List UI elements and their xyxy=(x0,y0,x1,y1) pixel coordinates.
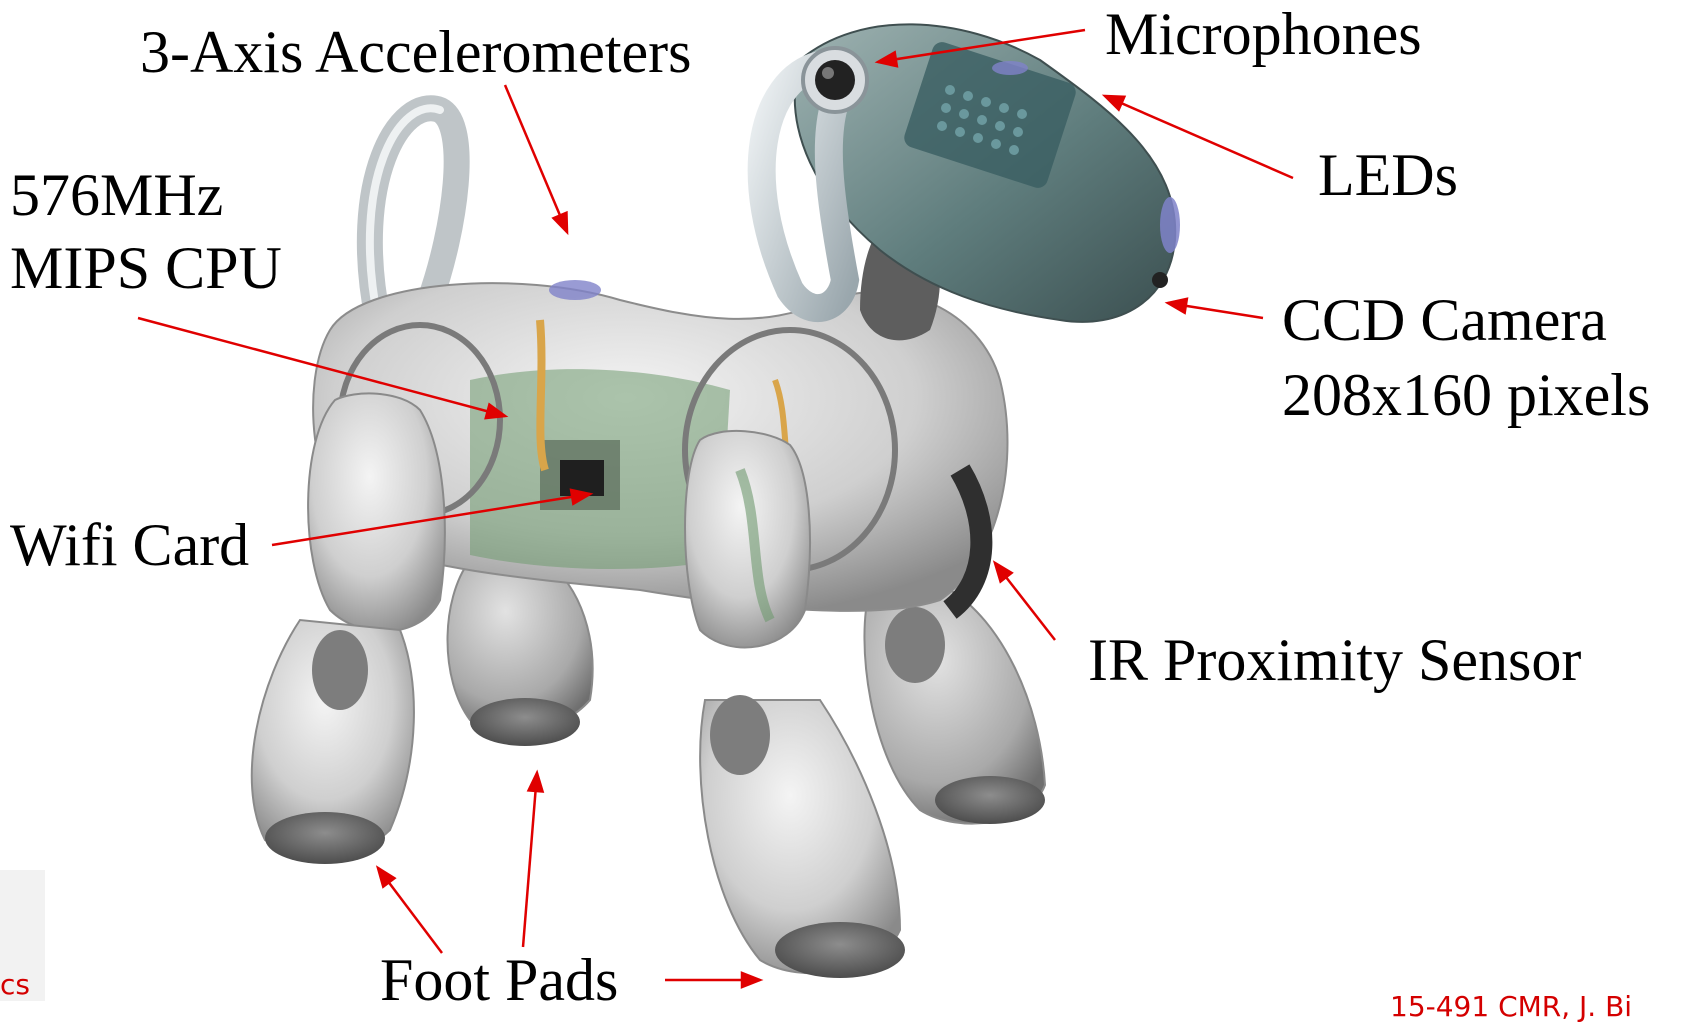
foot-pad xyxy=(265,812,385,864)
arrow-leds-head xyxy=(1105,96,1124,110)
arrow-accelerometers-head xyxy=(554,213,567,232)
label-accelerometers: 3-Axis Accelerometers xyxy=(140,22,691,82)
footer-left-text: cs xyxy=(0,968,30,1001)
arrow-camera-head xyxy=(1168,299,1187,313)
arrow-foot-pad-front-head xyxy=(742,973,760,987)
foot-pad xyxy=(470,698,580,746)
label-camera-line1: CCD Camera xyxy=(1282,290,1607,350)
label-leds: LEDs xyxy=(1318,145,1458,205)
label-foot-pads: Foot Pads xyxy=(380,950,618,1010)
label-microphones: Microphones xyxy=(1105,4,1422,64)
label-ir-sensor: IR Proximity Sensor xyxy=(1088,630,1581,690)
footer-course-text: 15-491 CMR, J. Bi xyxy=(1390,990,1632,1023)
label-cpu-line1: 576MHz xyxy=(10,165,223,225)
head xyxy=(762,24,1180,322)
foot-pad xyxy=(935,776,1045,824)
arrow-foot-pad-middle xyxy=(523,773,537,947)
foot-pad xyxy=(775,922,905,978)
arrow-ir-sensor-head xyxy=(995,563,1012,582)
rear-far-leg xyxy=(448,560,593,746)
led-light xyxy=(1160,197,1180,253)
arrow-foot-pad-rear-head xyxy=(378,868,394,887)
front-far-leg xyxy=(864,590,1045,824)
arrow-accelerometers xyxy=(505,85,567,232)
rear-near-leg xyxy=(252,393,445,864)
label-camera-line2: 208x160 pixels xyxy=(1282,365,1650,425)
ccd-camera-lens xyxy=(1152,272,1168,288)
arrow-foot-pad-middle-head xyxy=(529,773,543,792)
wifi-card-chip xyxy=(560,460,604,496)
label-wifi: Wifi Card xyxy=(10,515,249,575)
label-cpu-line2: MIPS CPU xyxy=(10,238,282,298)
annotated-robot-diagram: 3-Axis Accelerometers Microphones 576MHz… xyxy=(0,0,1689,1001)
